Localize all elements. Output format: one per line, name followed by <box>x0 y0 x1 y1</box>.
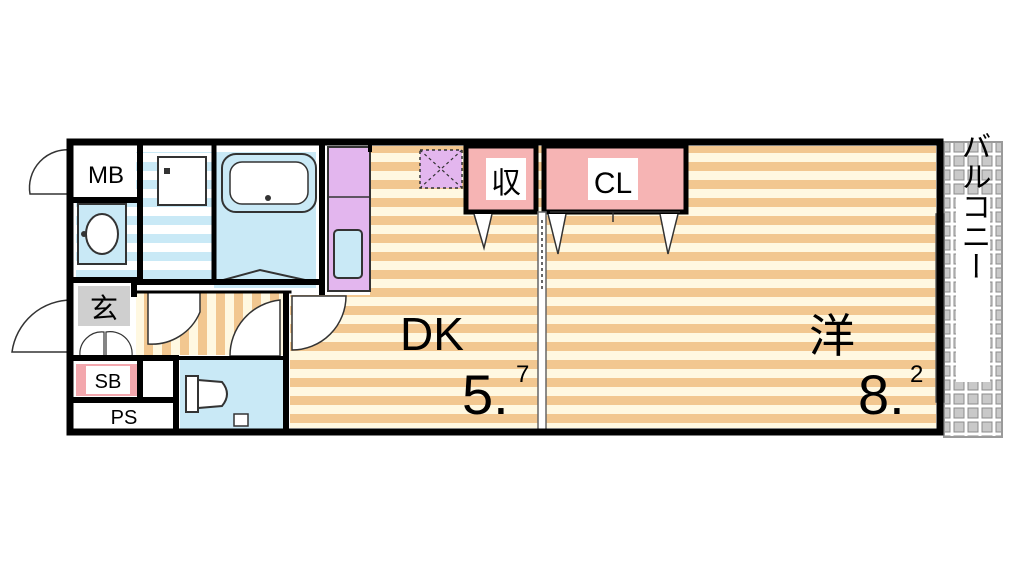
shoe-box-label: SB <box>95 371 122 393</box>
shoe-box-door-right <box>105 331 133 357</box>
fridge-space <box>419 149 463 189</box>
closet-label: CL <box>594 167 632 200</box>
meter-box: MB <box>28 148 136 196</box>
yo-label: 洋 <box>809 310 855 362</box>
closet-door-right <box>659 213 679 255</box>
wash-basin <box>77 203 127 265</box>
pipe-space: PS <box>76 402 172 430</box>
yo-size: 8. <box>858 363 905 426</box>
shoe-box: SB <box>76 364 140 396</box>
storage-door <box>473 213 493 251</box>
dk-size: 5. <box>462 363 509 426</box>
meter-box-label: MB <box>88 162 124 189</box>
kitchen-counter <box>327 146 371 292</box>
bathroom <box>214 152 317 288</box>
yo-size-decimal: 2 <box>910 361 923 388</box>
bathroom-door <box>215 268 315 283</box>
balcony: バルコニー <box>943 131 1003 438</box>
toilet-door <box>229 299 281 357</box>
dk-label: DK <box>400 308 464 360</box>
meter-box-door <box>28 148 73 195</box>
dk-size-decimal: 7 <box>516 361 529 388</box>
entrance: 玄 <box>11 284 134 357</box>
entrance-label: 玄 <box>90 293 118 324</box>
storage-closet: 収 <box>463 143 539 251</box>
balcony-label: バルコニー <box>957 131 990 281</box>
walls <box>66 138 944 436</box>
dk-entry-door <box>291 295 347 351</box>
closet-door-left <box>547 213 567 255</box>
shoe-box-door-left <box>79 331 105 357</box>
toilet-room <box>180 360 286 430</box>
closet: CL <box>541 143 689 255</box>
storage-label: 収 <box>491 167 521 200</box>
kitchen-sink <box>333 229 363 279</box>
sliding-partition <box>537 211 547 431</box>
pipe-space-label: PS <box>111 407 138 429</box>
washing-machine <box>157 156 207 206</box>
entrance-door <box>11 299 73 353</box>
washroom-door <box>147 291 201 345</box>
